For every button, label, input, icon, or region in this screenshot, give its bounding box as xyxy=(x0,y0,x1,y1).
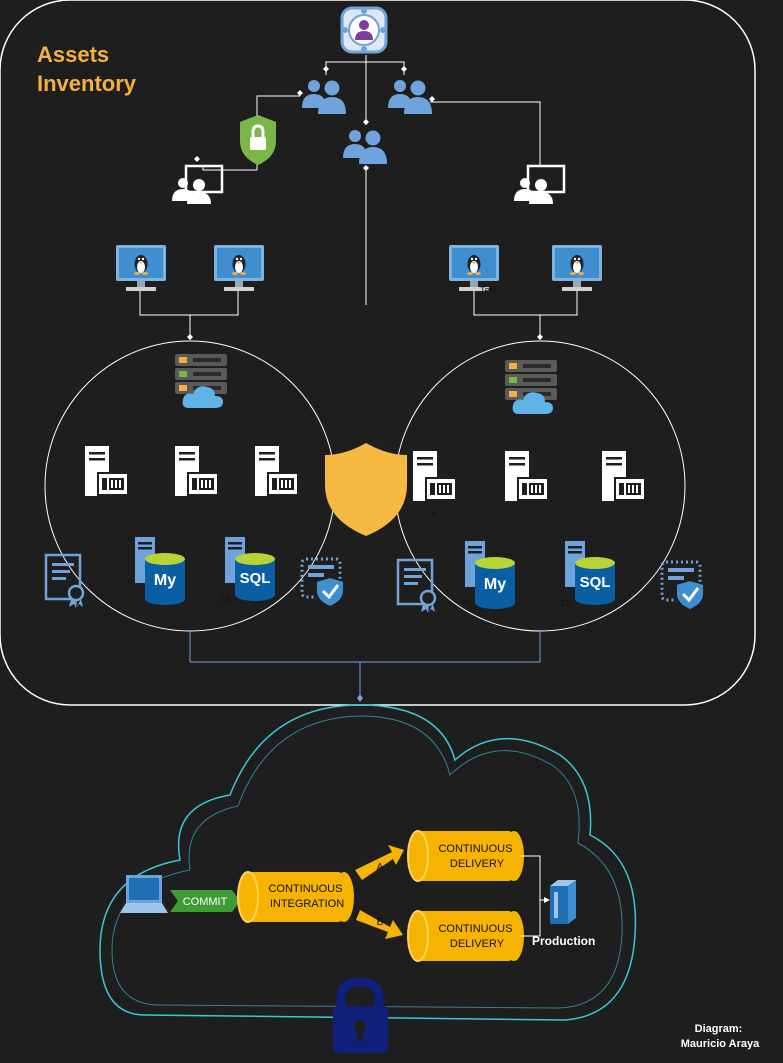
linux-monitor-icon-1 xyxy=(116,245,166,291)
credit-line-2: Mauricio Araya xyxy=(681,1038,760,1050)
diagram-credit: Diagram: Mauricio Araya xyxy=(681,1023,760,1050)
diagram-title: Assets Inventory xyxy=(37,42,137,96)
users-icon-left xyxy=(302,80,346,114)
cd-b-line-2: DELIVERY xyxy=(450,938,505,950)
production-label: Production xyxy=(532,934,595,948)
commit-arrow: COMMIT xyxy=(170,890,240,912)
server-icon-4 xyxy=(413,451,457,501)
board-users-icon-right xyxy=(512,164,566,206)
svg-text:CONTINUOUS DELIVERY: CONTINUOUS DELIVERY xyxy=(438,843,515,870)
label-n3: 75 xyxy=(560,599,572,610)
top-connectors xyxy=(139,55,578,340)
server-cloud-icon-left xyxy=(175,354,227,408)
title-line-1: Assets xyxy=(37,42,109,67)
label-test: Test xyxy=(480,285,497,295)
users-icon-center xyxy=(343,130,387,164)
sql-icon-left xyxy=(225,537,275,601)
server-icon-1 xyxy=(85,446,129,496)
server-icon-6 xyxy=(602,451,646,501)
linux-monitor-icon-2 xyxy=(214,245,264,291)
server-cloud-icon-right xyxy=(505,360,557,414)
label-n2: 75 xyxy=(461,599,473,610)
mysql-icon-left xyxy=(135,537,185,605)
label-y: Y xyxy=(430,510,437,521)
svg-text:CONTINUOUS INTEGRATION: CONTINUOUS INTEGRATION xyxy=(268,883,345,910)
commit-label: COMMIT xyxy=(183,896,228,908)
cd-stage-a: CONTINUOUS DELIVERY xyxy=(407,830,525,882)
server-icon-3 xyxy=(255,446,299,496)
certificate-icon-left xyxy=(44,553,85,610)
cd-a-line-1: CONTINUOUS xyxy=(438,843,512,855)
cloud-connector-diamond xyxy=(357,694,363,702)
lock-shield-icon xyxy=(240,115,276,165)
branch-b-arrow: B xyxy=(356,910,403,939)
production-server-icon xyxy=(550,880,576,924)
padlock-icon xyxy=(333,977,388,1053)
security-badge-icon-left xyxy=(300,557,346,609)
users-icon-right xyxy=(388,80,432,114)
assets-inventory-frame xyxy=(0,0,756,706)
admin-icon xyxy=(340,6,388,54)
svg-text:CONTINUOUS DELIVERY: CONTINUOUS DELIVERY xyxy=(438,923,515,950)
mysql-icon-right xyxy=(465,541,515,609)
certificate-icon-right xyxy=(396,558,437,615)
server-icon-2 xyxy=(175,446,219,496)
shield-icon xyxy=(325,443,407,536)
credit-line-1: Diagram: xyxy=(695,1023,743,1035)
title-line-2: Inventory xyxy=(37,71,137,96)
ci-line-1: CONTINUOUS xyxy=(268,883,342,895)
cd-stage-b: CONTINUOUS DELIVERY xyxy=(407,910,525,962)
branch-b-label: B xyxy=(377,917,384,928)
cloud-shape xyxy=(99,704,637,1021)
ci-line-2: INTEGRATION xyxy=(270,898,344,910)
board-users-icon-left xyxy=(170,164,224,206)
label-n1: 75 xyxy=(220,595,232,606)
ci-stage: CONTINUOUS INTEGRATION xyxy=(237,871,355,923)
linux-monitor-icon-4 xyxy=(552,245,602,291)
production-connectors xyxy=(520,855,546,937)
branch-a-label: A xyxy=(377,862,384,873)
production-arrowhead xyxy=(544,897,550,903)
sql-icon-right xyxy=(565,541,615,605)
security-badge-icon-right xyxy=(660,560,706,612)
branch-a-arrow: A xyxy=(355,845,404,880)
laptop-icon xyxy=(120,875,168,913)
connector-diamonds xyxy=(187,66,543,340)
server-icon-5 xyxy=(505,451,549,501)
cloud-connector xyxy=(189,630,541,697)
cd-b-line-1: CONTINUOUS xyxy=(438,923,512,935)
cd-a-line-2: DELIVERY xyxy=(450,858,505,870)
